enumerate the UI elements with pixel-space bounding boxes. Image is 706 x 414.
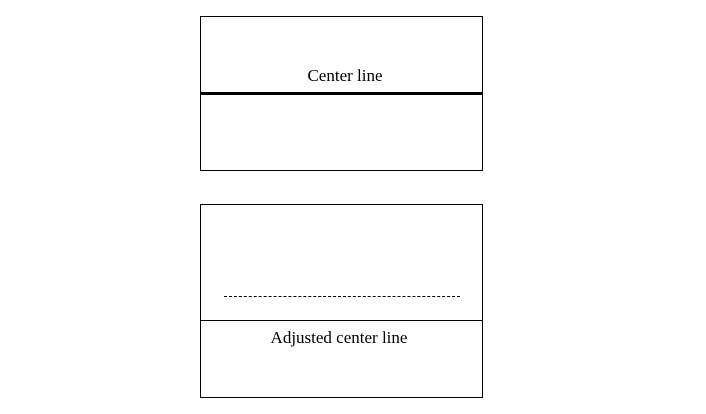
bottom-upper-rectangle [200,204,483,321]
adjusted-center-line-label: Adjusted center line [270,328,408,347]
top-upper-rectangle [200,16,483,94]
original-center-line-dashed [224,296,460,297]
center-line-label: Center line [307,66,383,85]
bottom-lower-rectangle [200,320,483,398]
center-line [200,92,483,93]
top-lower-rectangle [200,94,483,171]
